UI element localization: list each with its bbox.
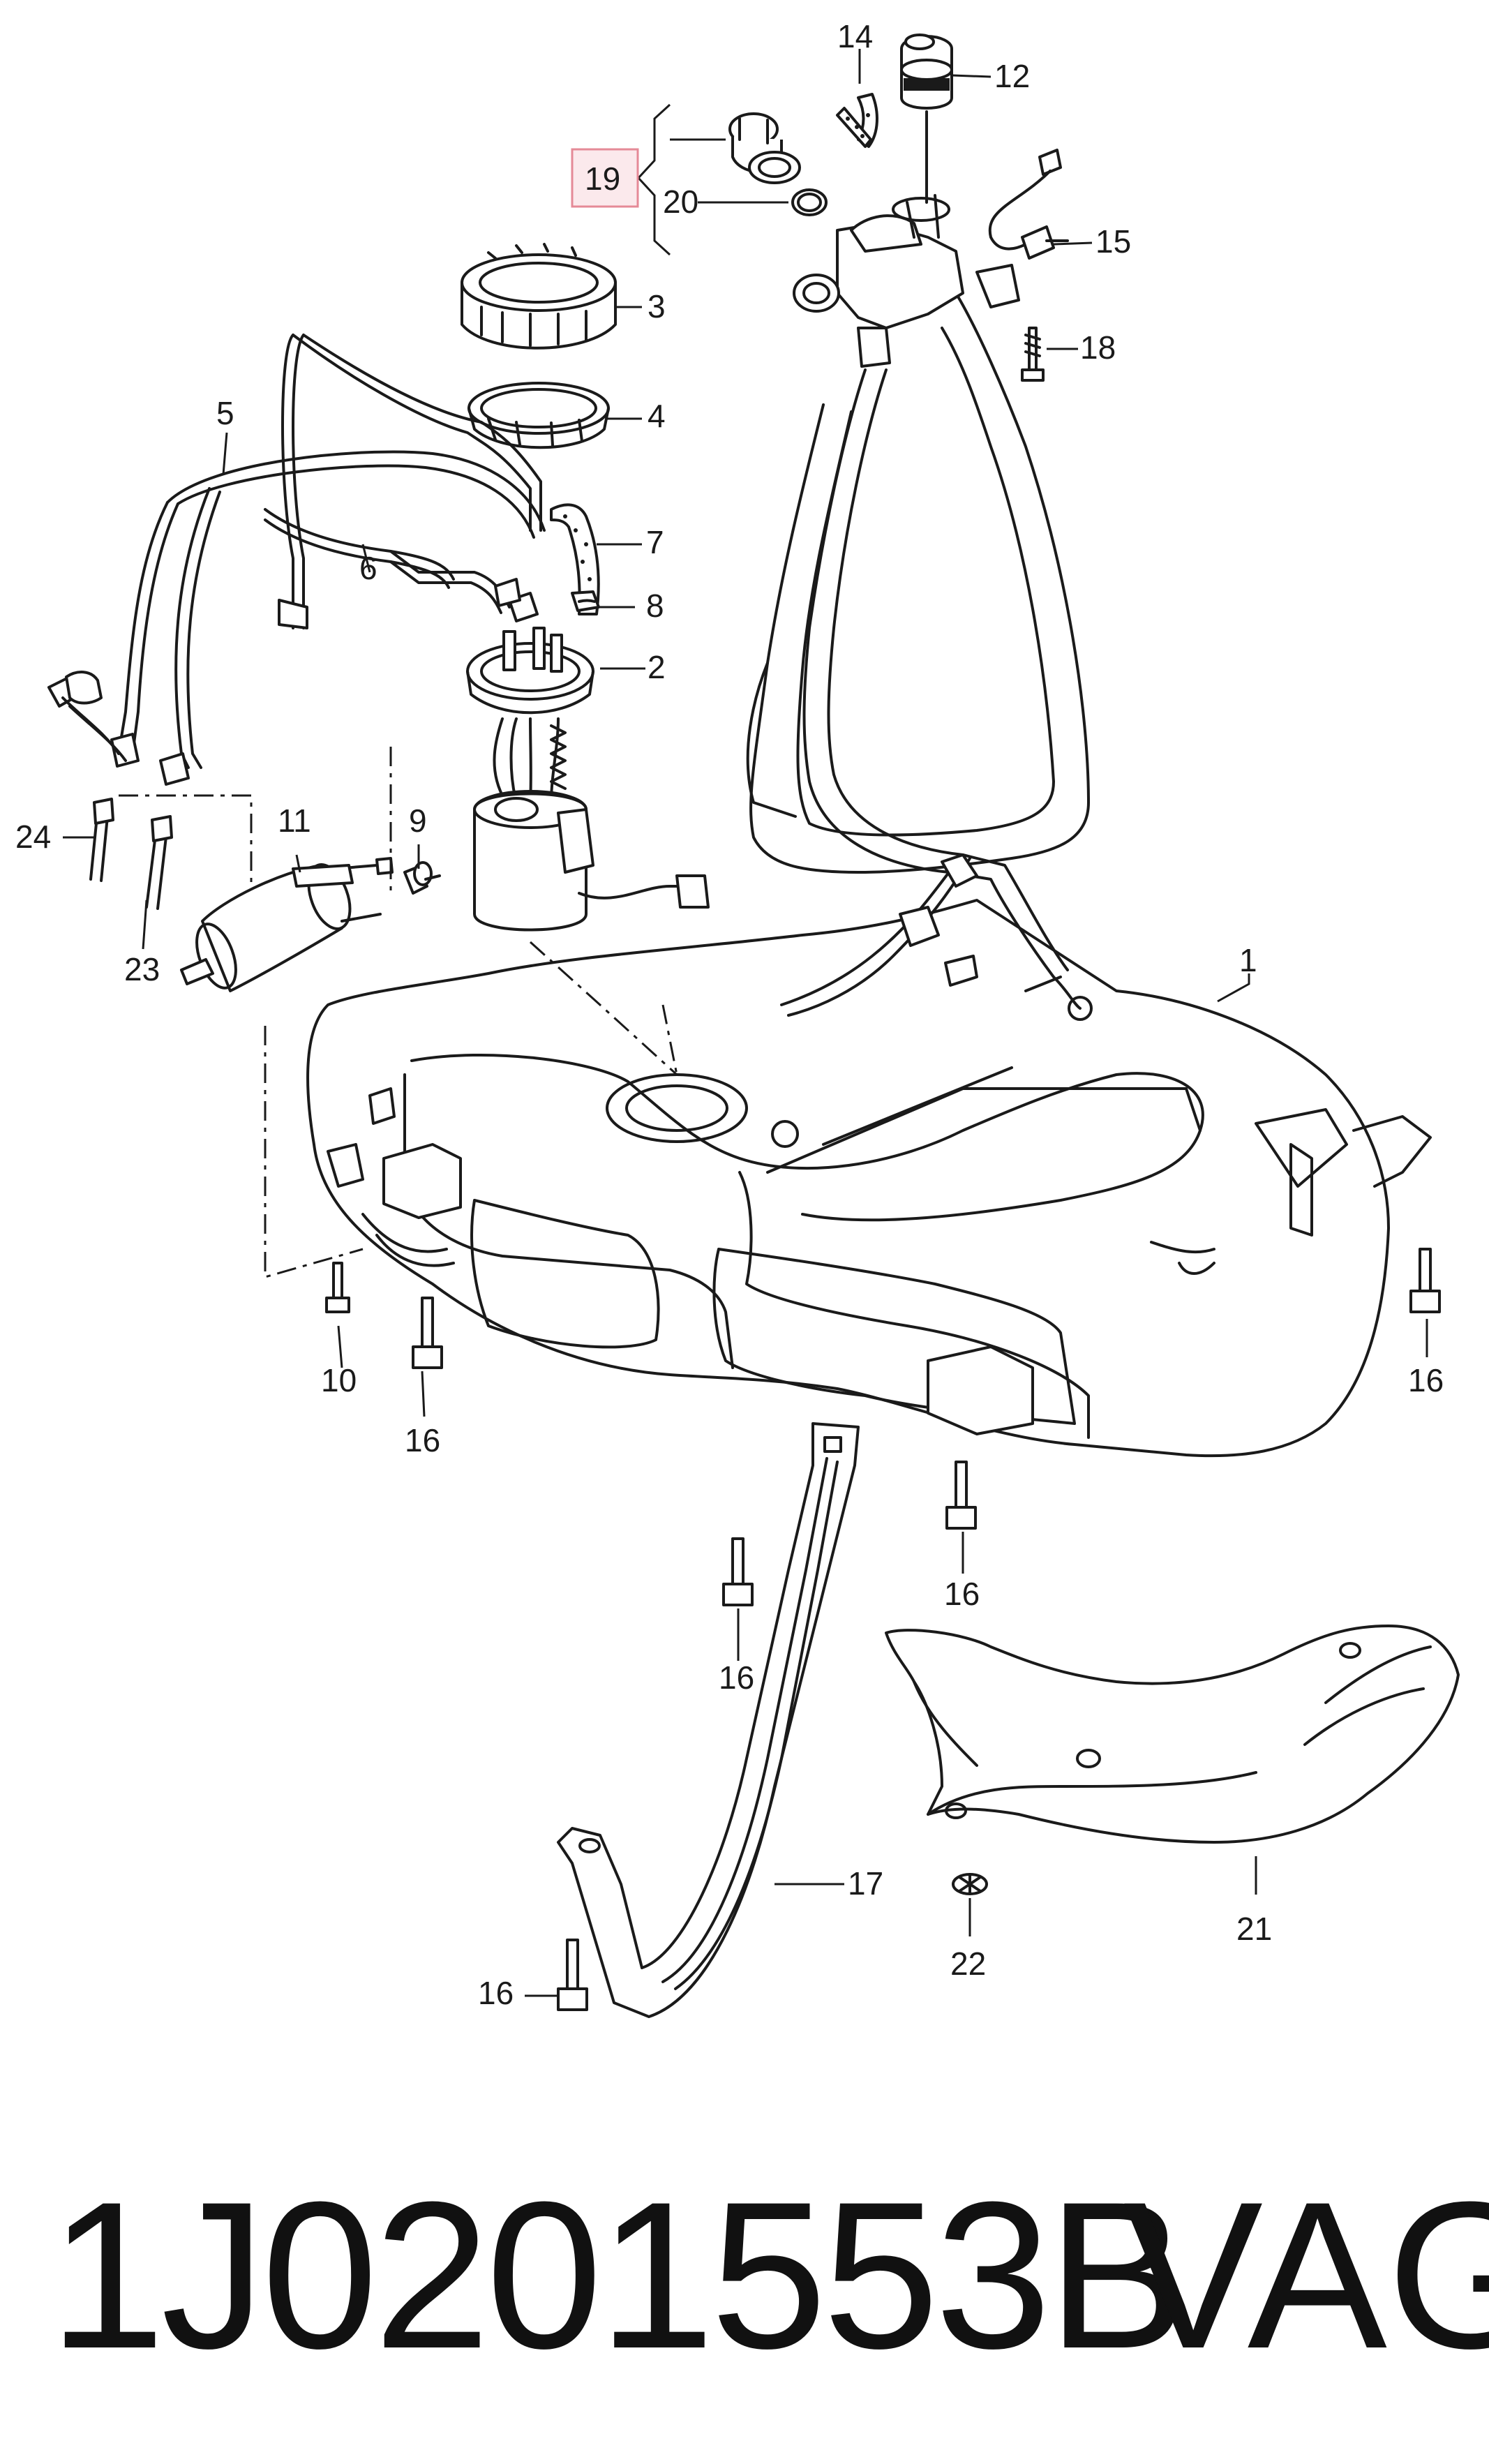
quick-connectors — [47, 671, 190, 910]
callout-9: 9 — [409, 802, 427, 839]
heat-shield — [885, 1625, 1460, 1844]
fuel-tank-exploded-diagram: 1 2 3 4 5 6 7 8 9 10 11 12 14 15 16 16 1… — [15, 18, 1460, 2018]
callout-15: 15 — [1095, 223, 1131, 260]
callout-21: 21 — [1236, 1911, 1272, 1947]
alignment-lines — [119, 747, 678, 1278]
callout-14: 14 — [837, 18, 873, 54]
callout-11: 11 — [278, 802, 311, 839]
callout-16a: 16 — [1408, 1362, 1444, 1398]
callout-labels: 1 2 3 4 5 6 7 8 9 10 11 12 14 15 16 16 1… — [15, 18, 1444, 2011]
vent-hose — [836, 93, 878, 148]
fuel-hose — [550, 503, 600, 615]
callout-4: 4 — [648, 398, 666, 434]
tank-seal — [467, 382, 610, 449]
callout-18: 18 — [1080, 329, 1116, 366]
callout-7: 7 — [646, 524, 664, 560]
callout-1: 1 — [1239, 942, 1257, 978]
callout-16d: 16 — [719, 1659, 754, 1696]
earth-wire — [988, 149, 1069, 260]
callout-19: 19 — [585, 160, 620, 197]
part-number: 1J0201553B — [49, 2158, 1187, 2392]
hose-clamp — [571, 590, 600, 612]
brand-name: VAG — [1123, 2158, 1489, 2392]
fuel-tank — [306, 899, 1432, 1458]
fuel-cap — [900, 33, 953, 204]
fuel-filter — [180, 857, 394, 992]
callout-8: 8 — [646, 588, 664, 624]
tank-strap — [557, 1422, 860, 2018]
callout-16b: 16 — [405, 1422, 440, 1458]
callout-16e: 16 — [478, 1975, 514, 2011]
bolts — [325, 1248, 1441, 2011]
pressure-regulator — [403, 861, 441, 895]
filler-pipe-assembly — [746, 194, 1090, 1017]
callout-3: 3 — [648, 288, 666, 324]
callout-22: 22 — [950, 1946, 986, 1982]
callout-10: 10 — [321, 1362, 357, 1398]
callout-6: 6 — [359, 550, 377, 586]
filler-seal-and-insert — [728, 112, 828, 216]
callout-2: 2 — [648, 649, 666, 685]
callout-12: 12 — [994, 58, 1030, 94]
callout-5: 5 — [216, 395, 234, 431]
callout-20: 20 — [663, 184, 698, 220]
callout-16c: 16 — [944, 1576, 980, 1612]
callout-24: 24 — [15, 819, 51, 855]
fuel-pump-module — [466, 627, 710, 932]
callout-23: 23 — [124, 951, 160, 987]
callout-19-highlight — [571, 148, 639, 208]
lock-ring — [461, 243, 617, 350]
bolt-18 — [1021, 327, 1045, 382]
fuel-lines — [117, 334, 546, 769]
callout-17: 17 — [848, 1865, 883, 1902]
